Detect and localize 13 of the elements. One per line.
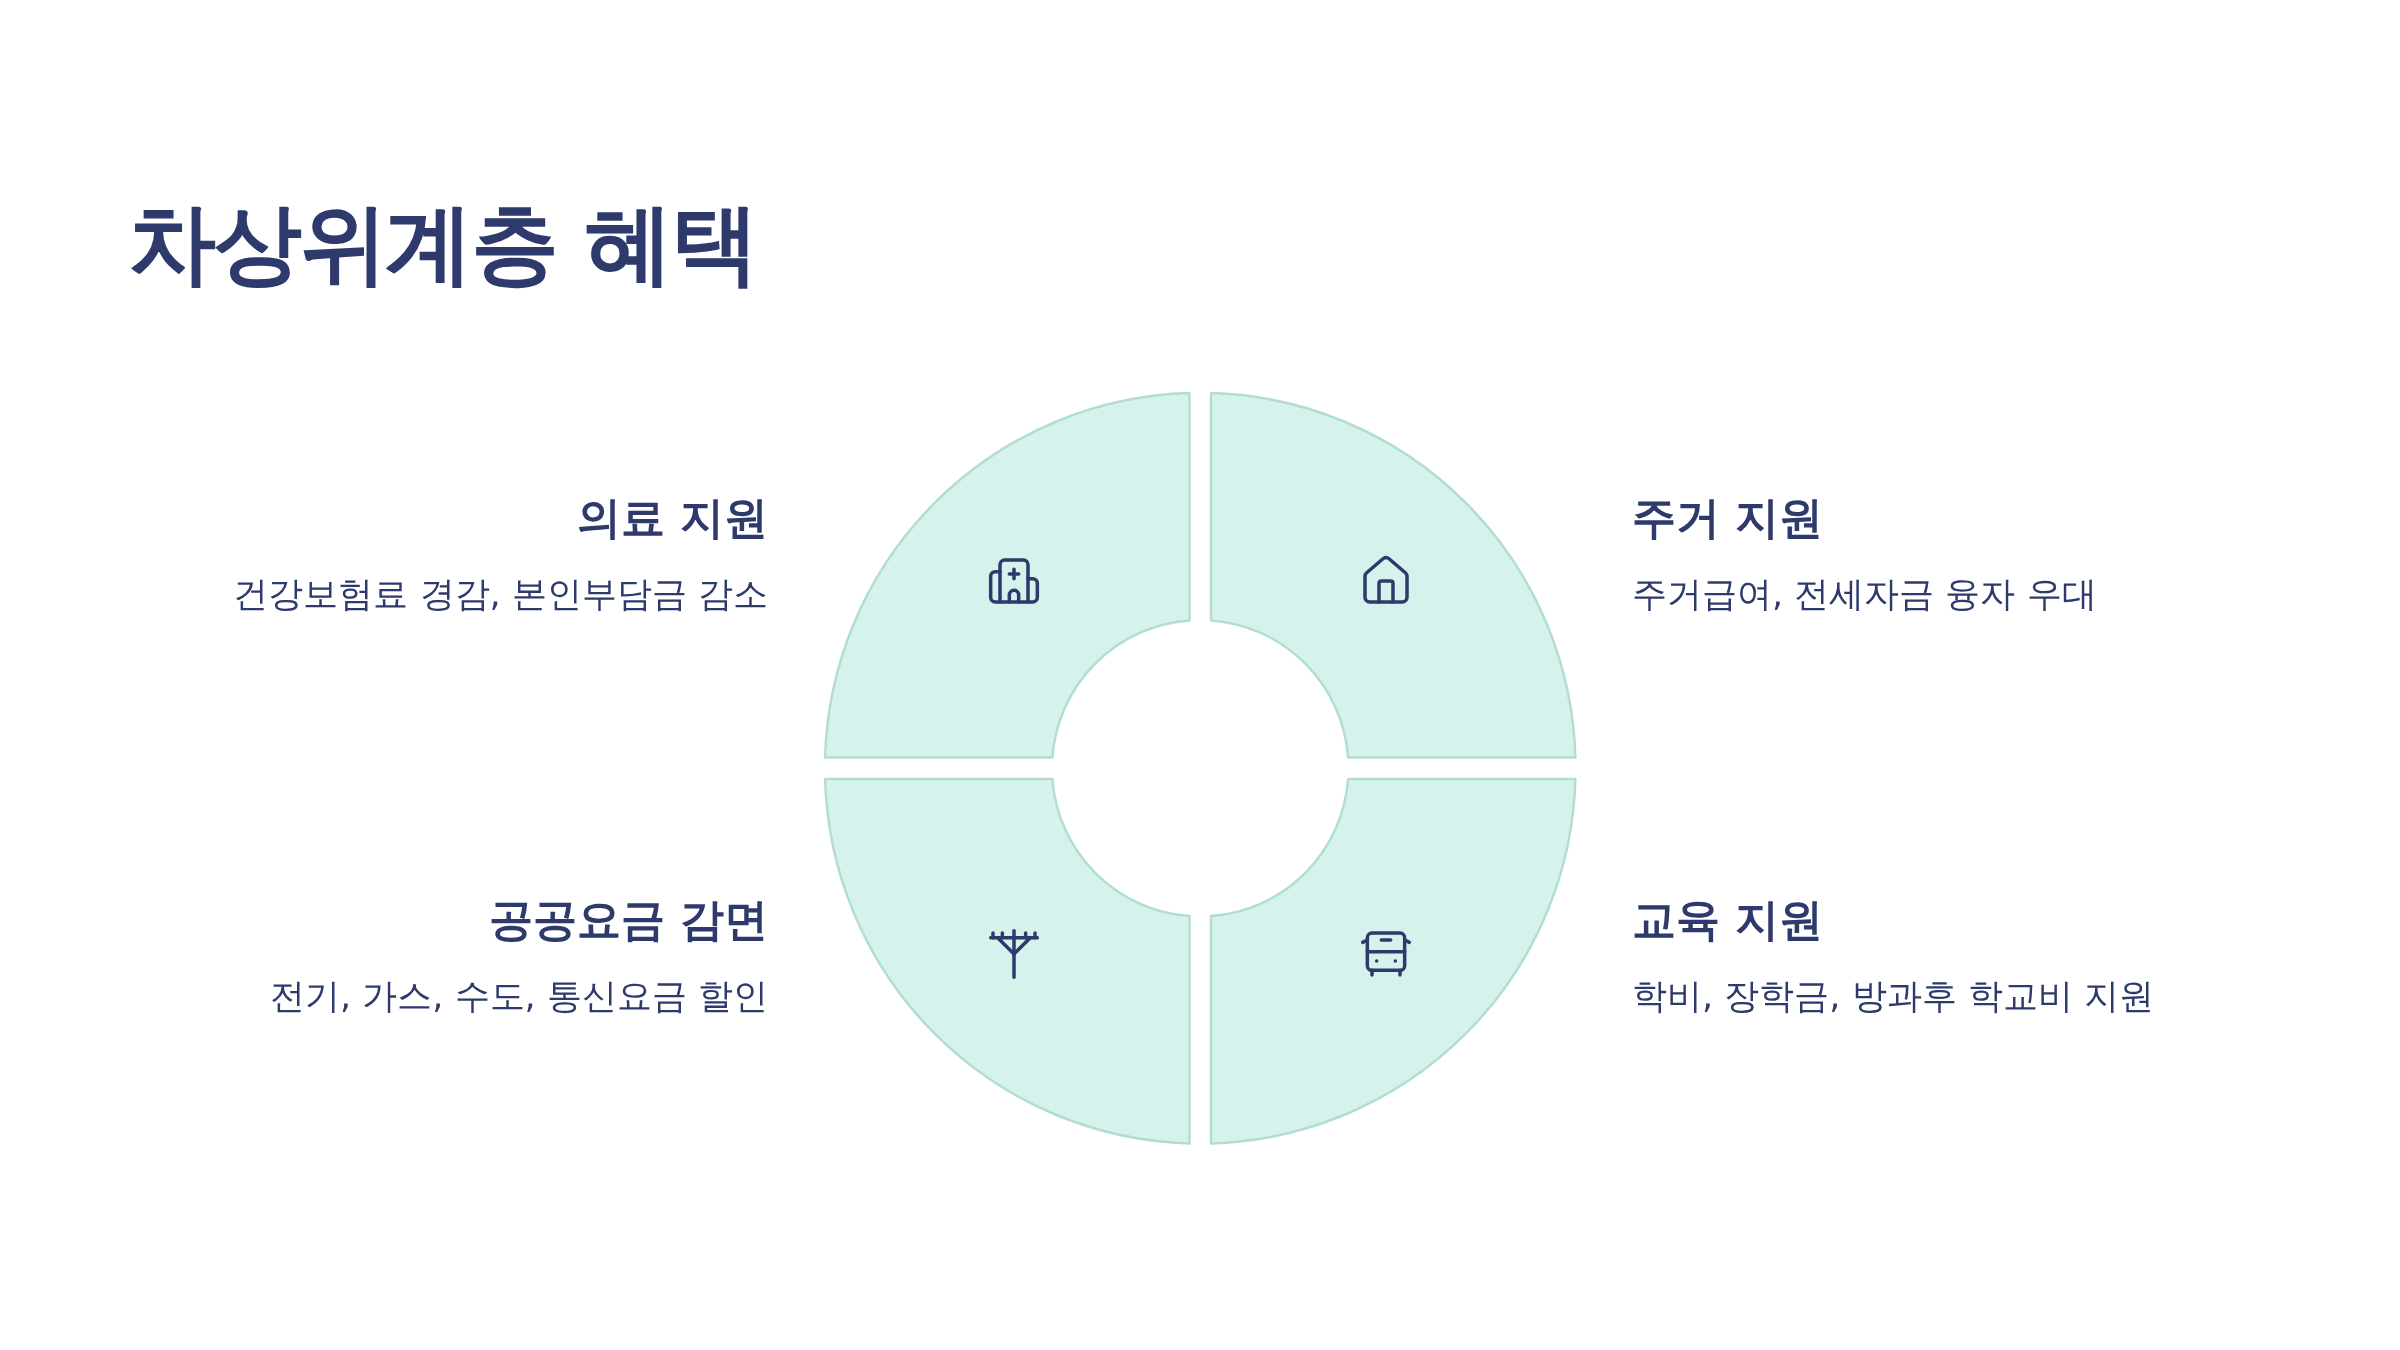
quarter-ring-segment xyxy=(825,778,1190,1143)
benefit-description: 전기, 가스, 수도, 통신요금 할인 xyxy=(270,975,768,1018)
benefit-description: 학비, 장학금, 방과후 학교비 지원 xyxy=(1632,975,2154,1018)
benefit-description: 건강보험료 경감, 본인부담금 감소 xyxy=(233,573,768,616)
benefit-heading: 공공요금 감면 xyxy=(488,893,768,947)
quarter-ring-segment xyxy=(825,393,1190,758)
benefit-heading: 의료 지원 xyxy=(576,491,768,545)
benefit-heading: 주거 지원 xyxy=(1632,491,1824,545)
benefit-description: 주거급여, 전세자금 융자 우대 xyxy=(1632,573,2097,616)
quarter-ring-segment xyxy=(1210,393,1575,758)
title: 차상위계층 혜택 xyxy=(128,200,758,288)
quarter-ring-segment xyxy=(1210,778,1575,1143)
benefit-heading: 교육 지원 xyxy=(1632,893,1824,947)
